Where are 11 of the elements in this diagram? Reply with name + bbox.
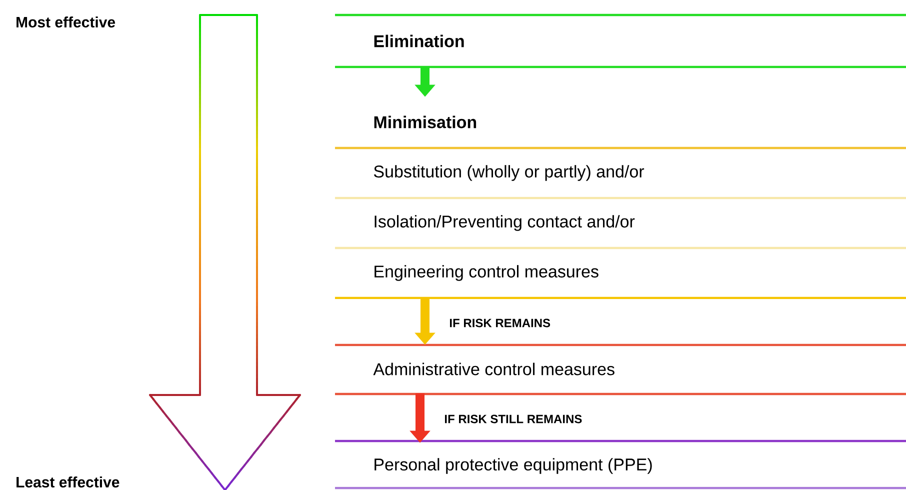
edge-label: IF RISK REMAINS — [448, 318, 552, 328]
hierarchy-level: Isolation/Preventing contact and/or — [374, 215, 635, 231]
edge-label: IF RISK STILL REMAINS — [443, 414, 584, 424]
hierarchy-level: Personal protective equipment (PPE) — [374, 458, 652, 474]
hierarchy-level: Administrative control measures — [373, 362, 614, 376]
hierarchy-level: Engineering control measures — [374, 265, 598, 281]
hierarchy-level: Substitution (wholly or partly) and/or — [374, 165, 644, 181]
scale-label: Most effective — [16, 16, 116, 28]
scale-label: Least effective — [16, 476, 120, 488]
hierarchy-level: Minimisation — [374, 116, 476, 128]
hierarchy-level: Elimination — [374, 34, 464, 48]
